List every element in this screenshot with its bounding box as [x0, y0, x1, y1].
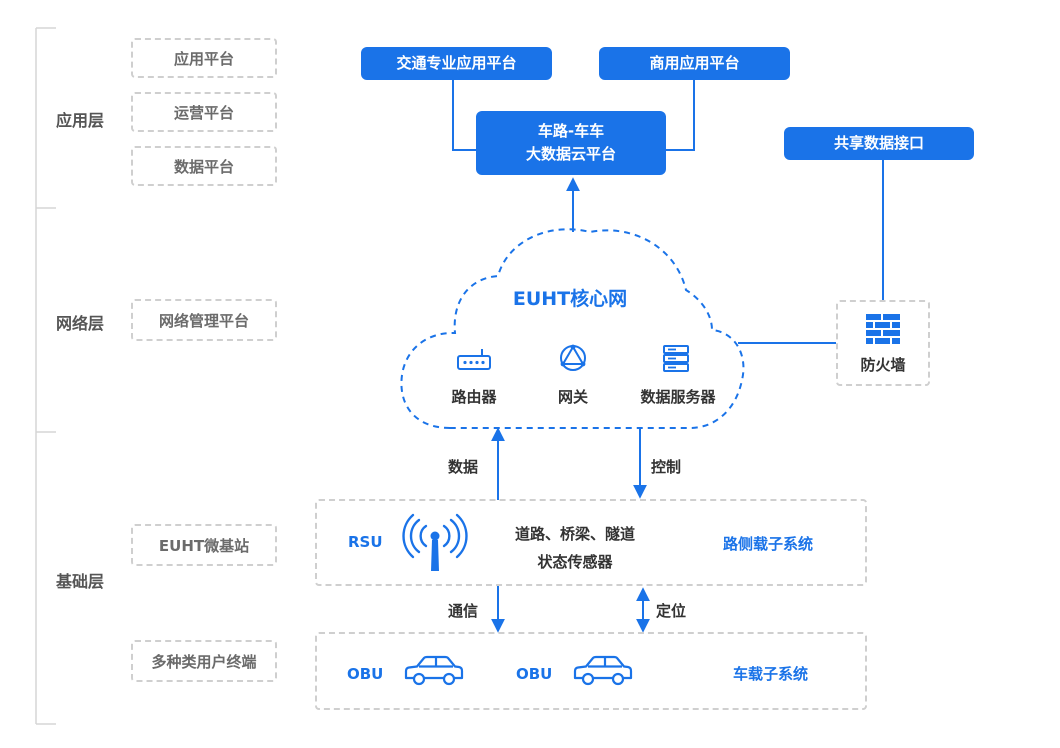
- firewall-label: 防火墙: [860, 356, 906, 374]
- layer-label-network: 网络层: [55, 314, 104, 333]
- comm-flow-label: 通信: [448, 602, 479, 620]
- data-flow-label: 数据: [448, 458, 479, 476]
- euht-station-box: EUHT微基站: [131, 524, 277, 566]
- user-terminals-box: 多种类用户终端: [131, 640, 277, 682]
- data-server-label: 数据服务器: [640, 388, 716, 406]
- antenna-icon: [402, 513, 468, 571]
- car-icon: [404, 655, 464, 686]
- traffic-platform-box: 交通专业应用平台: [361, 47, 552, 80]
- rsu-label: RSU: [348, 533, 383, 551]
- car-icon: [573, 655, 633, 686]
- data-platform-box: 数据平台: [131, 146, 277, 186]
- bigdata-cloud-line2: 大数据云平台: [525, 145, 616, 163]
- sensor-label: 道路、桥梁、隧道 状态传感器: [495, 520, 655, 576]
- positioning-flow-label: 定位: [656, 602, 687, 620]
- router-icon: [457, 349, 491, 370]
- roadside-system-label: 路侧载子系统: [723, 535, 814, 553]
- core-network-title: EUHT核心网: [512, 288, 628, 310]
- app-platform-box: 应用平台: [131, 38, 277, 78]
- vehicle-system-label: 车载子系统: [733, 665, 809, 683]
- platform-connectors: [452, 80, 695, 151]
- layer-label-application: 应用层: [55, 111, 104, 130]
- shared-interface-box: 共享数据接口: [784, 127, 974, 160]
- gateway-label: 网关: [557, 388, 588, 406]
- sensor-label-line2: 状态传感器: [537, 553, 613, 571]
- roadside-subsystem-box: [315, 499, 867, 586]
- bigdata-cloud-line1: 车路-车车: [537, 121, 605, 140]
- vehicle-subsystem-box: [315, 632, 867, 710]
- layer-label-foundation: 基础层: [55, 572, 104, 591]
- obu-label-1: OBU: [347, 665, 384, 683]
- data-server-icon: [663, 345, 689, 372]
- bigdata-cloud-box: 车路-车车 大数据云平台: [476, 111, 666, 175]
- gateway-icon: [560, 344, 586, 371]
- ops-platform-box: 运营平台: [131, 92, 277, 132]
- commercial-platform-box: 商用应用平台: [599, 47, 790, 80]
- obu-label-2: OBU: [516, 665, 553, 683]
- network-mgmt-box: 网络管理平台: [131, 299, 277, 341]
- sensor-label-line1: 道路、桥梁、隧道: [514, 525, 635, 543]
- layer-bracket: [35, 27, 56, 725]
- firewall-box: [836, 300, 930, 386]
- router-label: 路由器: [451, 388, 497, 406]
- control-flow-label: 控制: [651, 458, 682, 476]
- firewall-icon: [866, 314, 900, 344]
